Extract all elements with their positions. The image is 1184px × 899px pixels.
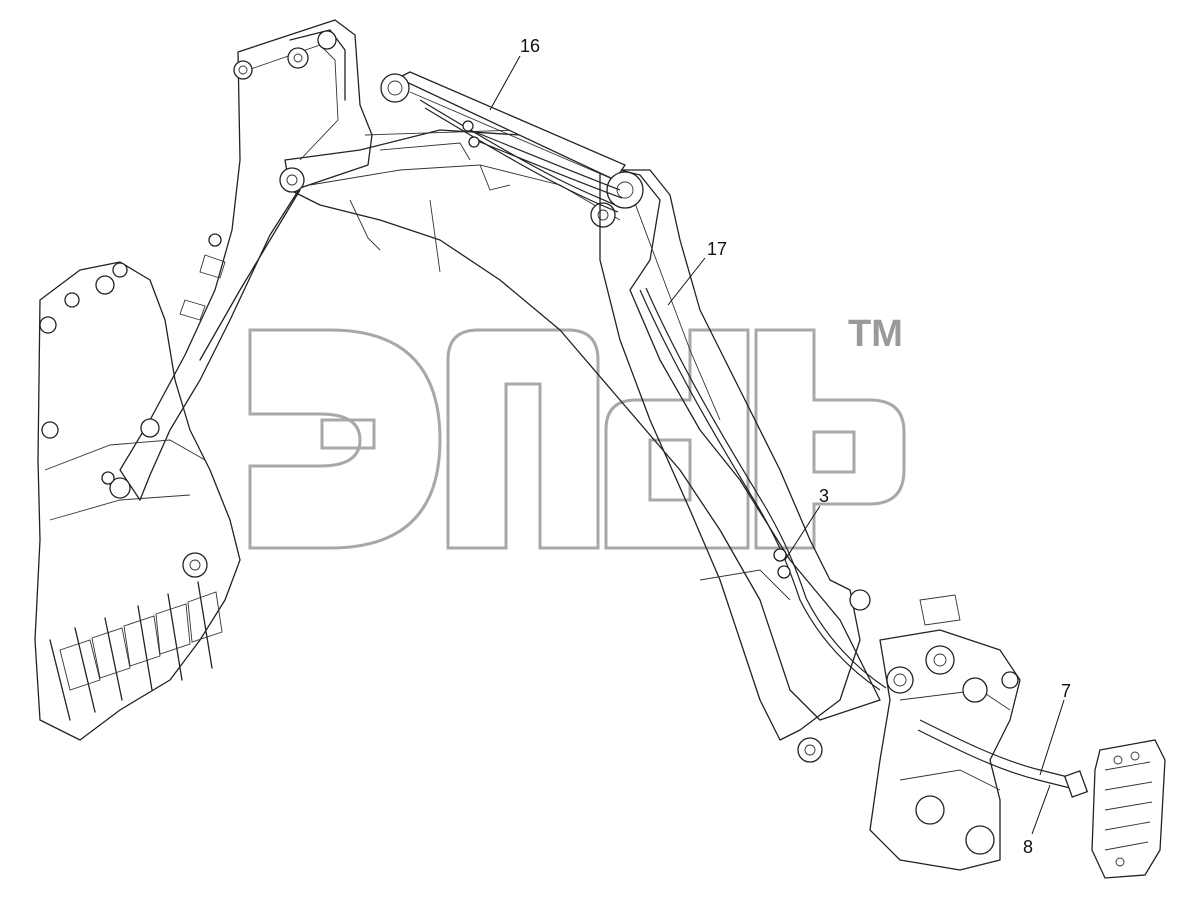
dipper-arm <box>599 169 914 763</box>
callout-3: 3 <box>819 486 829 506</box>
leader-16 <box>489 55 521 111</box>
leader-17 <box>667 257 706 306</box>
callout-16: 16 <box>520 36 540 56</box>
callout-8: 8 <box>1023 837 1033 857</box>
callouts: 16 17 3 7 8 <box>489 36 1071 857</box>
front-bucket <box>34 261 241 741</box>
loader-arm <box>119 19 373 501</box>
leader-8 <box>1031 784 1051 835</box>
callout-7: 7 <box>1061 681 1071 701</box>
leader-7 <box>1039 699 1065 776</box>
watermark-logo: TM <box>248 313 906 550</box>
control-valve <box>1091 739 1166 879</box>
backhoe-boom <box>279 129 881 721</box>
callout-17: 17 <box>707 239 727 259</box>
hydraulic-hoses <box>419 99 1089 798</box>
watermark-trademark: TM <box>848 313 903 355</box>
leader-3 <box>784 505 821 561</box>
boom-cylinder <box>380 71 644 209</box>
swing-bracket <box>869 594 1021 871</box>
